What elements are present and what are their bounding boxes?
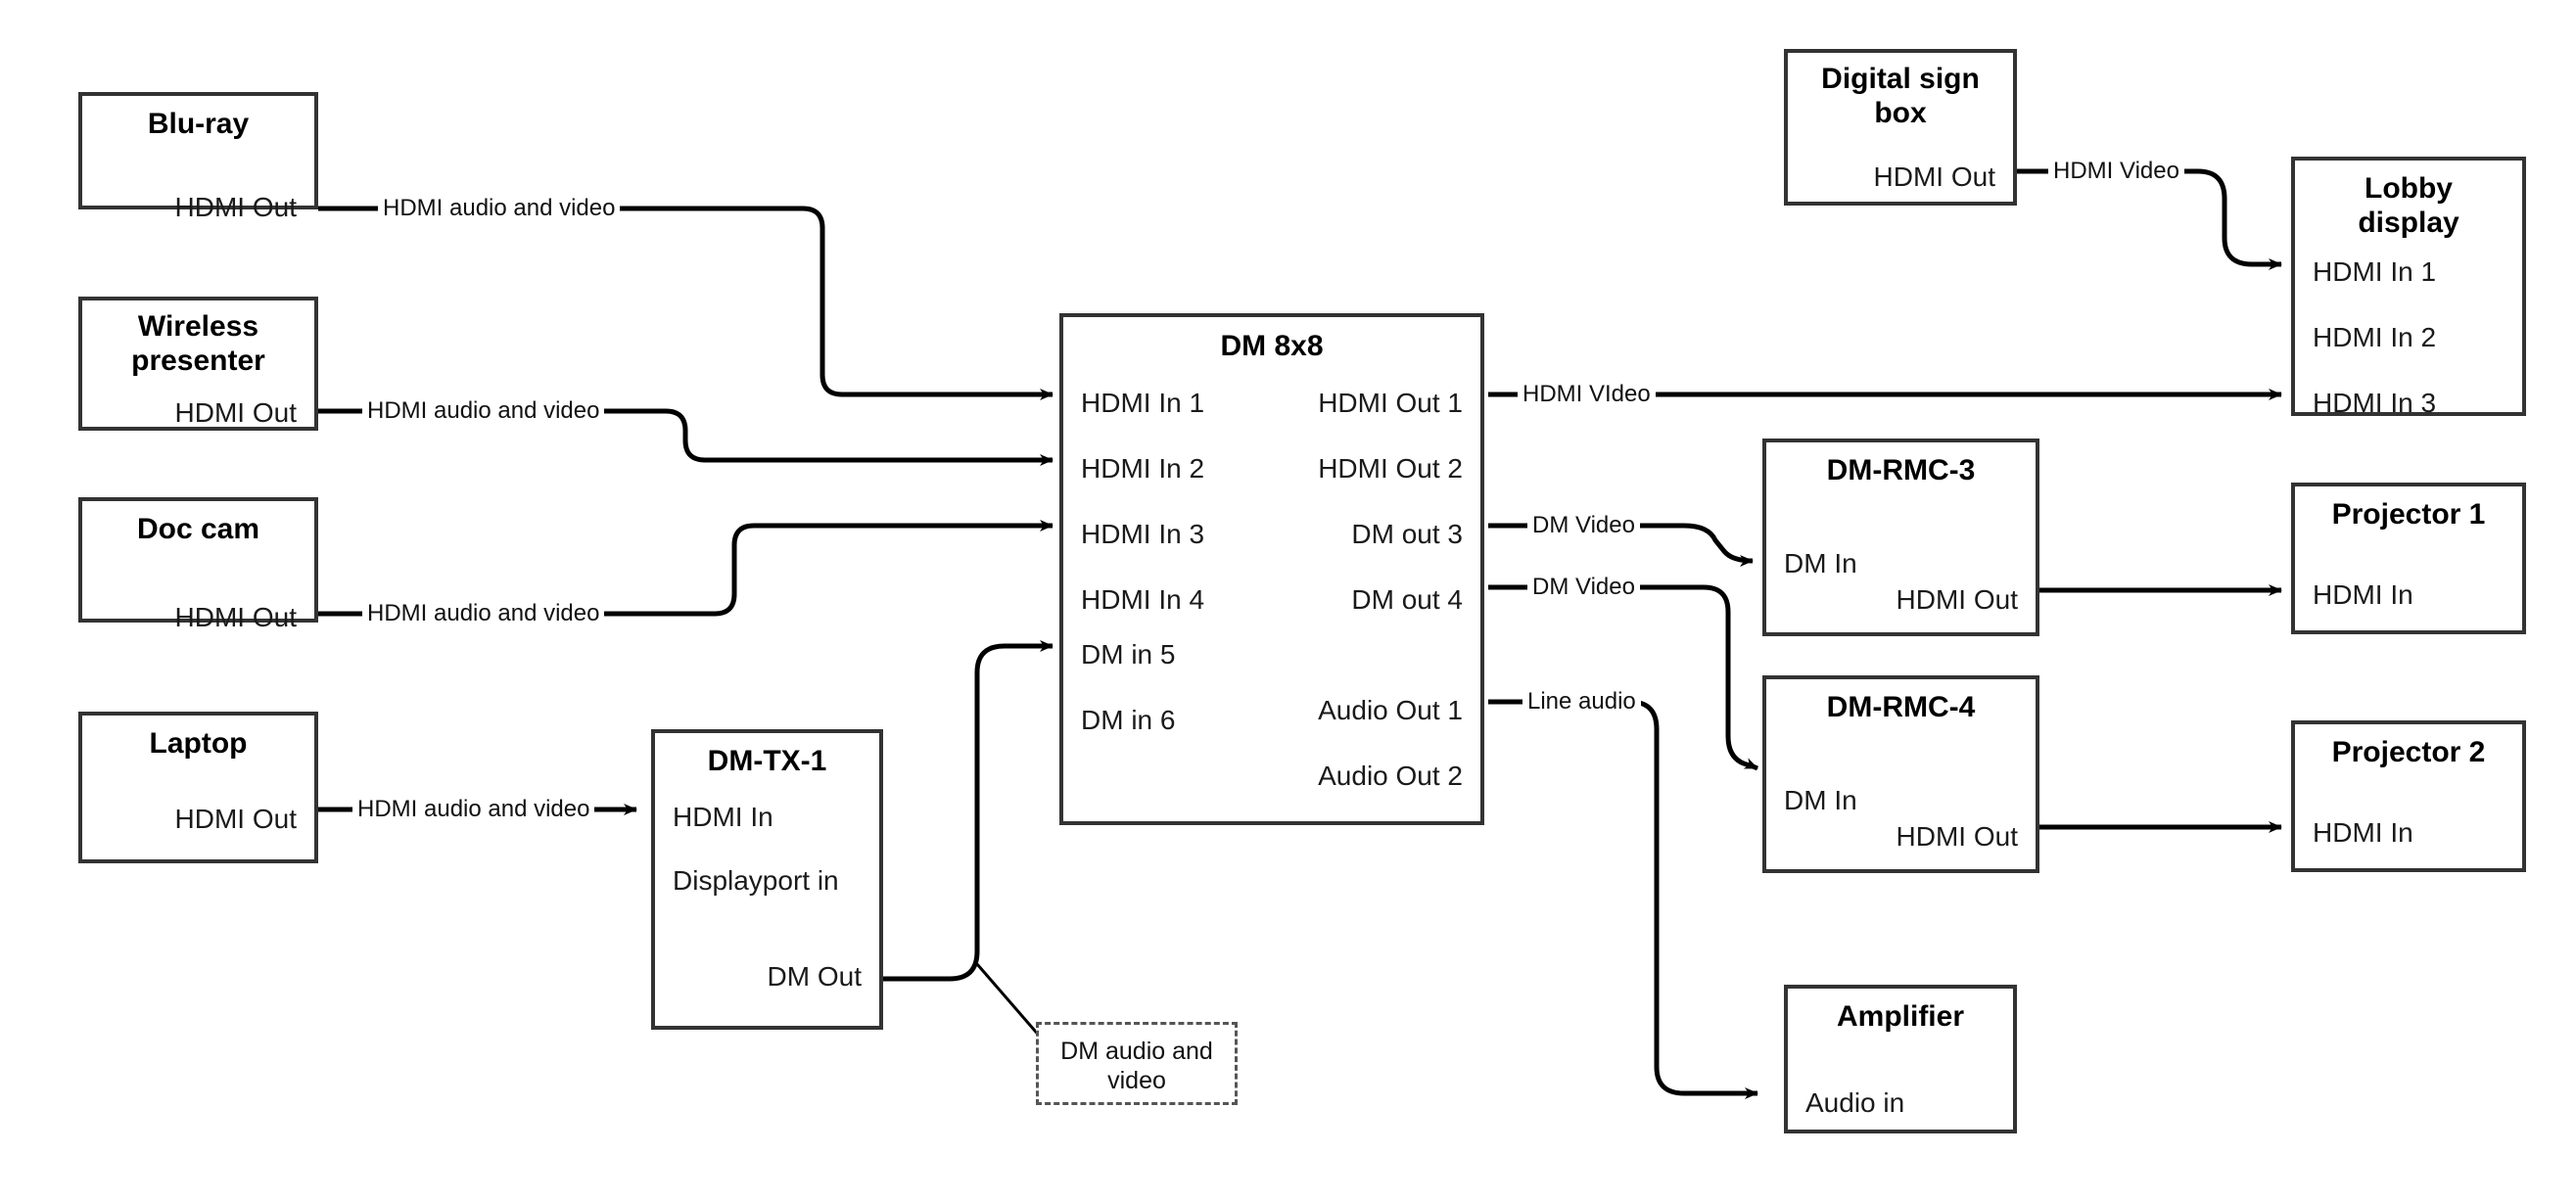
node-dm-tx-1-title: DM-TX-1 — [707, 745, 827, 777]
wire-dmtx1-to-dm8x8-in5 — [883, 640, 1054, 982]
node-dm-rmc-3[interactable]: DM-RMC-3 DM In HDMI Out — [1762, 439, 2039, 636]
node-dm-8x8-title: DM 8x8 — [1220, 330, 1324, 362]
port-dm8x8-dm-in-6: DM in 6 — [1081, 705, 1176, 735]
port-dmtx1-hdmi-in: HDMI In — [673, 802, 773, 832]
port-dmtx1-dm-out: DM Out — [767, 961, 862, 992]
wire-bluray-to-dm8x8-in1 — [318, 206, 1054, 400]
port-dm8x8-dm-in-5: DM in 5 — [1081, 639, 1176, 670]
port-dm8x8-hdmi-out-1: HDMI Out 1 — [1318, 388, 1463, 418]
callout-dm-audio-and-video: DM audio and video — [1036, 1022, 1238, 1105]
node-laptop-title: Laptop — [149, 727, 248, 760]
port-projector1-hdmi-in: HDMI In — [2313, 579, 2413, 610]
node-amplifier[interactable]: Amplifier Audio in — [1784, 985, 2017, 1133]
node-dm-tx-1[interactable]: DM-TX-1 HDMI In Displayport in DM Out — [651, 729, 883, 1030]
port-bluray-hdmi-out: HDMI Out — [174, 192, 297, 222]
wire-dm8x8-out4-to-rmc4 — [1488, 584, 1758, 771]
node-amplifier-title: Amplifier — [1836, 1000, 1965, 1033]
wire-label-signbox-hdmi-video: HDMI Video — [2048, 160, 2184, 183]
node-bluray-title: Blu-ray — [147, 108, 250, 140]
node-laptop[interactable]: Laptop HDMI Out — [78, 712, 318, 863]
node-doc-cam-title: Doc cam — [136, 513, 260, 545]
wire-label-doccam: HDMI audio and video — [362, 602, 605, 625]
port-lobby-hdmi-in-3: HDMI In 3 — [2313, 388, 2437, 418]
node-bluray[interactable]: Blu-ray HDMI Out — [78, 92, 318, 221]
wire-label-laptop: HDMI audio and video — [352, 798, 595, 821]
node-dm-rmc-4[interactable]: DM-RMC-4 DM In HDMI Out — [1762, 675, 2039, 873]
node-lobby-display-title: Lobby display — [2358, 172, 2459, 239]
callout-text: DM audio and video — [1060, 1038, 1213, 1094]
port-lobby-hdmi-in-2: HDMI In 2 — [2313, 322, 2437, 352]
port-lobby-hdmi-in-1: HDMI In 1 — [2313, 256, 2437, 287]
port-dmtx1-displayport-in: Displayport in — [673, 865, 839, 896]
node-digital-sign-box-title: Digital sign box — [1821, 63, 1980, 129]
node-projector-1[interactable]: Projector 1 HDMI In — [2291, 483, 2526, 634]
port-dm8x8-hdmi-in-3: HDMI In 3 — [1081, 519, 1205, 549]
port-dm8x8-audio-out-1: Audio Out 1 — [1318, 695, 1463, 725]
wire-label-wireless: HDMI audio and video — [362, 399, 605, 423]
node-lobby-display[interactable]: Lobby display HDMI In 1 HDMI In 2 HDMI I… — [2291, 157, 2526, 418]
wire-dm8x8-audioout1-to-amp — [1488, 699, 1758, 1099]
port-dm8x8-hdmi-in-1: HDMI In 1 — [1081, 388, 1205, 418]
node-dm-rmc-4-title: DM-RMC-4 — [1826, 691, 1976, 723]
port-wireless-hdmi-out: HDMI Out — [174, 397, 297, 428]
node-projector-2-title: Projector 2 — [2331, 736, 2486, 768]
port-rmc3-hdmi-out: HDMI Out — [1896, 584, 2018, 615]
port-dm8x8-hdmi-out-2: HDMI Out 2 — [1318, 453, 1463, 484]
node-digital-sign-box[interactable]: Digital sign box HDMI Out — [1784, 49, 2017, 206]
wire-label-dm8x8-hdmi-video: HDMI VIdeo — [1518, 383, 1656, 406]
node-projector-1-title: Projector 1 — [2331, 498, 2486, 531]
wire-label-line-audio: Line audio — [1522, 690, 1641, 714]
port-rmc3-dm-in: DM In — [1784, 548, 1857, 578]
port-laptop-hdmi-out: HDMI Out — [174, 804, 297, 834]
node-dm-8x8[interactable]: DM 8x8 HDMI In 1 HDMI In 2 HDMI In 3 HDM… — [1059, 313, 1484, 825]
wire-signbox-to-lobby-in1 — [2017, 168, 2282, 270]
port-signbox-hdmi-out: HDMI Out — [1873, 162, 1995, 192]
port-dm8x8-dm-out-3: DM out 3 — [1351, 519, 1463, 549]
port-doccam-hdmi-out: HDMI Out — [174, 602, 297, 632]
wire-label-dm-video-4: DM Video — [1527, 576, 1640, 599]
node-projector-2[interactable]: Projector 2 HDMI In — [2291, 720, 2526, 872]
node-dm-rmc-3-title: DM-RMC-3 — [1826, 454, 1976, 486]
node-doc-cam[interactable]: Doc cam HDMI Out — [78, 497, 318, 631]
wire-label-bluray: HDMI audio and video — [378, 197, 621, 220]
callout-leader-line — [975, 963, 1043, 1039]
wire-label-dm-video-3: DM Video — [1527, 514, 1640, 537]
port-dm8x8-dm-out-4: DM out 4 — [1351, 584, 1463, 615]
node-wireless-presenter[interactable]: Wireless presenter HDMI Out — [78, 297, 318, 431]
port-dm8x8-hdmi-in-4: HDMI In 4 — [1081, 584, 1205, 615]
port-amplifier-audio-in: Audio in — [1805, 1087, 1905, 1118]
port-dm8x8-audio-out-2: Audio Out 2 — [1318, 761, 1463, 791]
port-projector2-hdmi-in: HDMI In — [2313, 817, 2413, 848]
node-wireless-presenter-title: Wireless presenter — [131, 310, 265, 377]
port-rmc4-hdmi-out: HDMI Out — [1896, 821, 2018, 852]
port-dm8x8-hdmi-in-2: HDMI In 2 — [1081, 453, 1205, 484]
port-rmc4-dm-in: DM In — [1784, 785, 1857, 815]
